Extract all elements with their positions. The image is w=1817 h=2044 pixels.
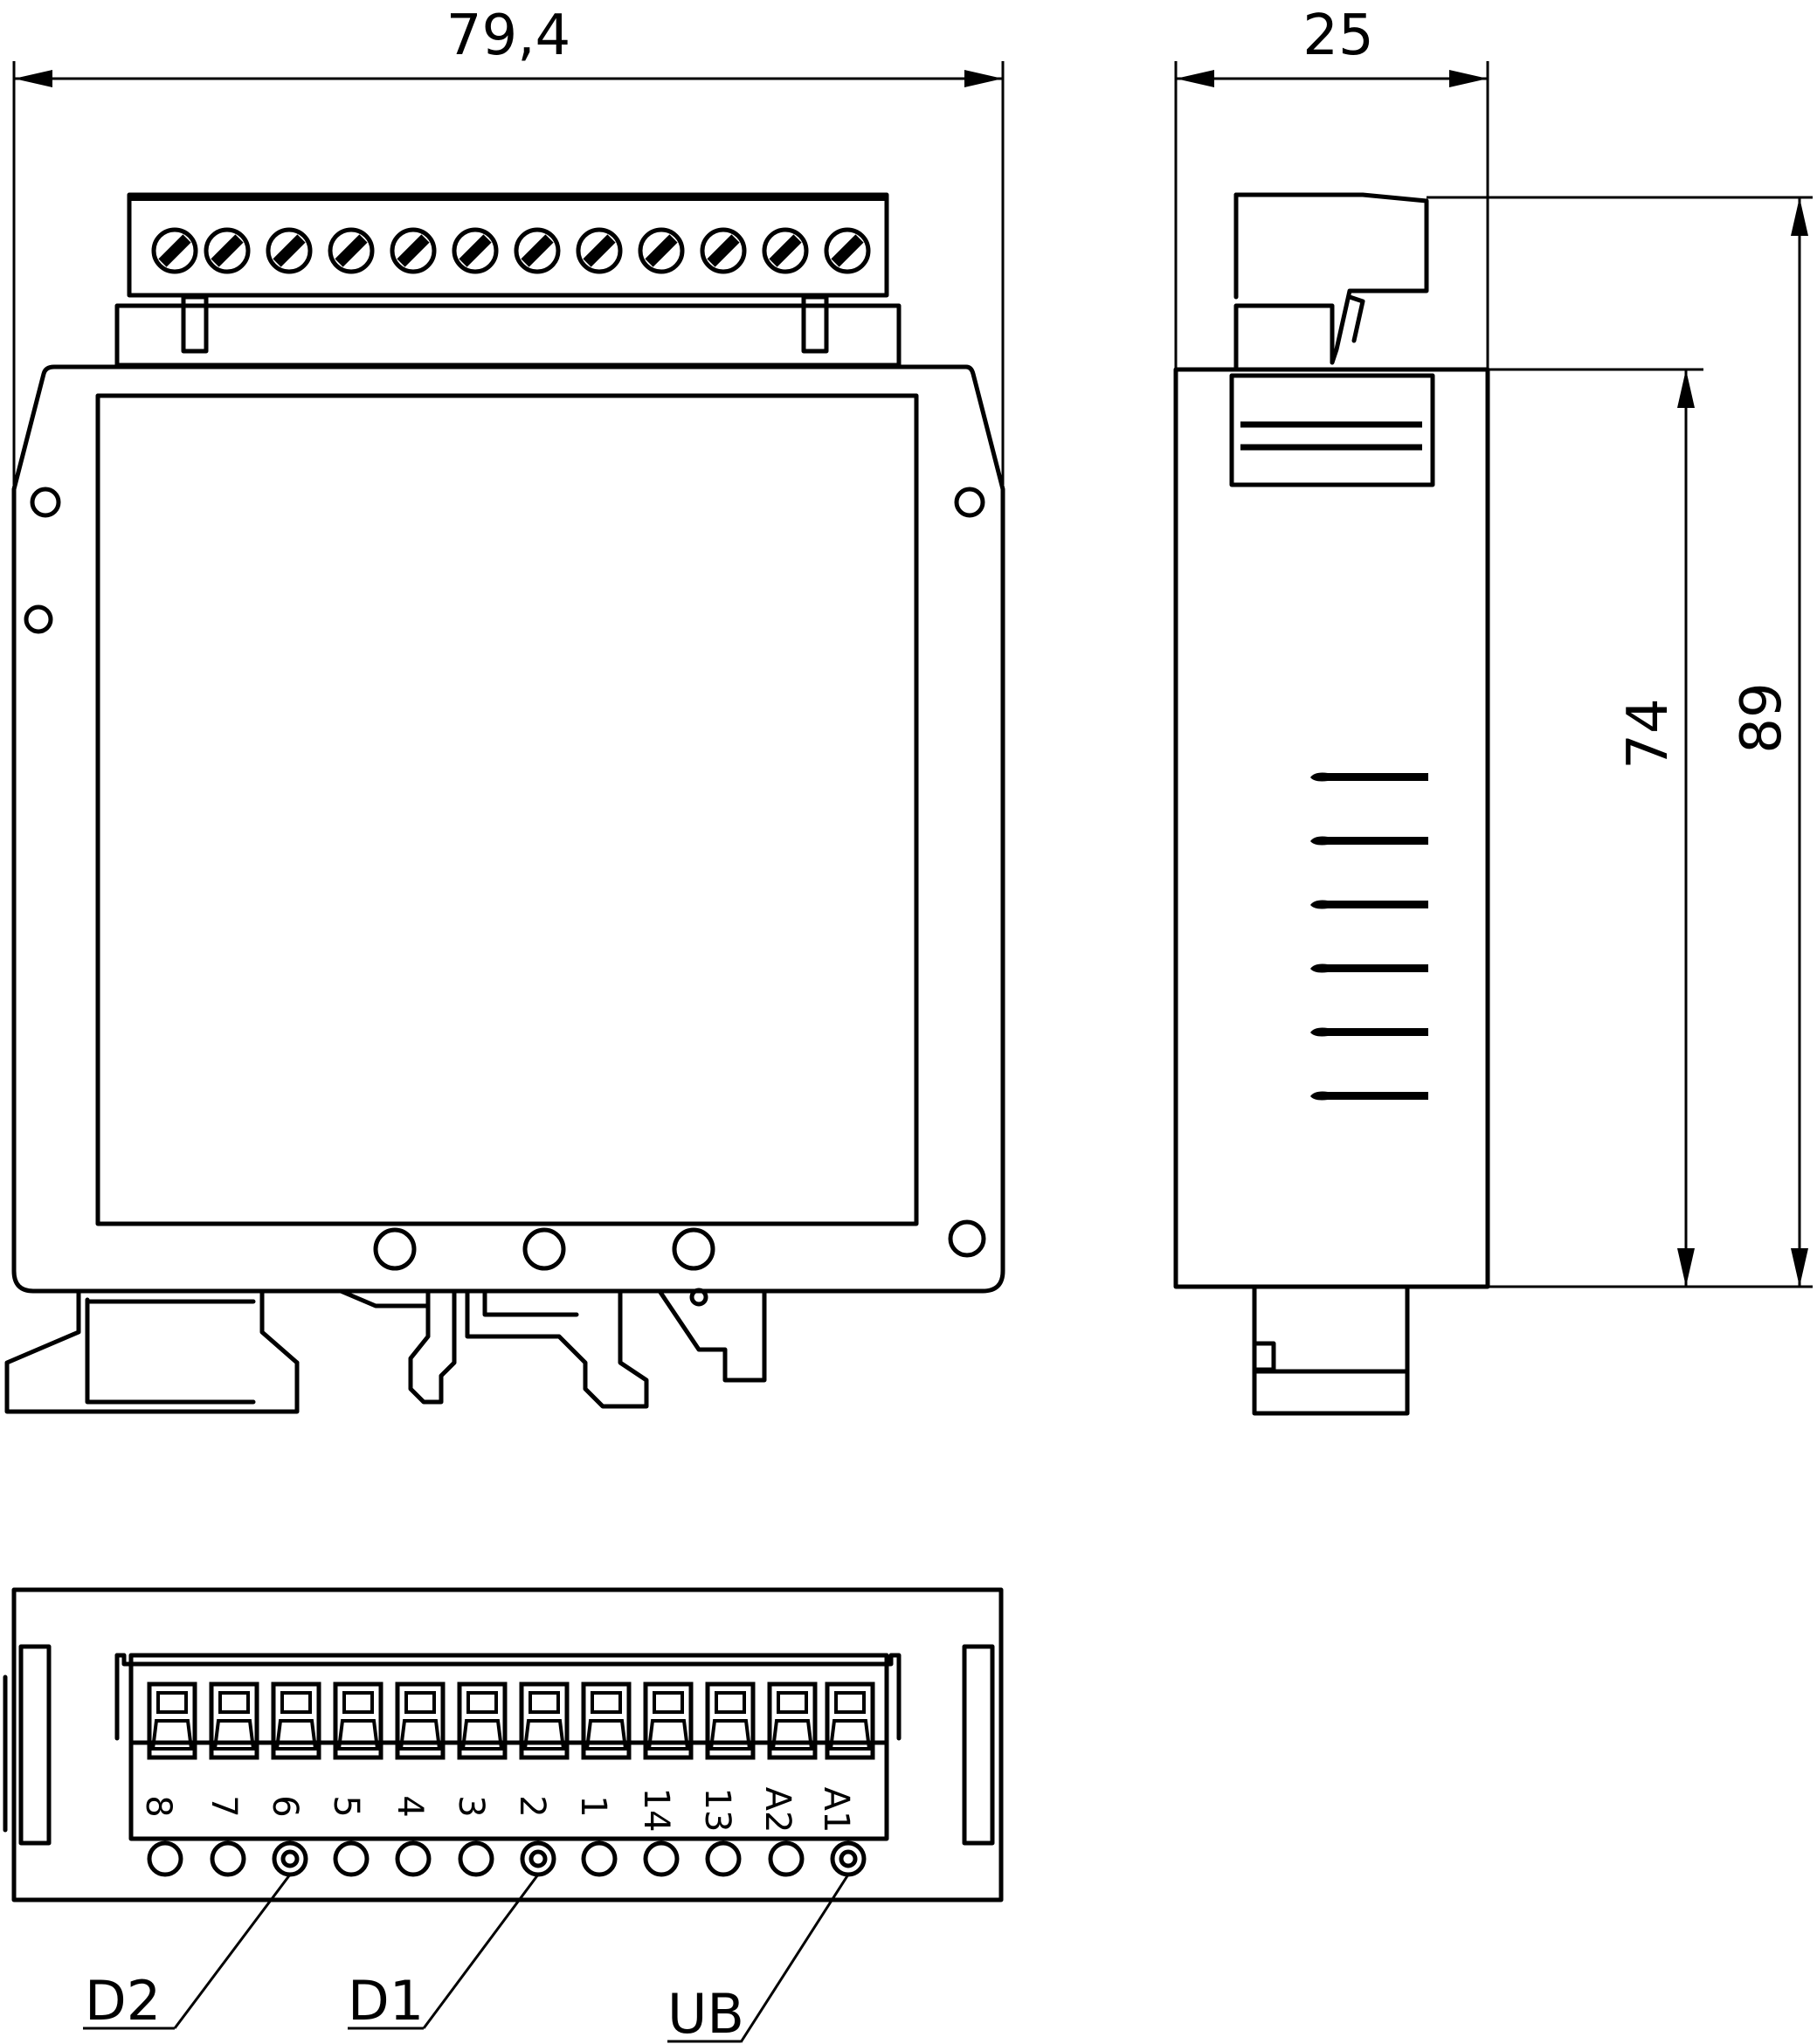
dimension-label-width-side: 25 [1302,3,1373,68]
callout-ub: UB [667,1874,850,2044]
callout-d1: D1 [348,1874,540,2033]
mount-hole [30,487,61,518]
terminal-slot [770,1684,815,1757]
terminal-label: 5 [326,1795,366,1817]
terminal-slot [211,1684,257,1757]
mount-hole [24,604,53,634]
terminal-screw [516,230,558,272]
led-indicator [672,1227,715,1271]
side-housing [1173,367,1490,1289]
mount-hole [948,1219,986,1258]
terminal-screw [578,230,620,272]
front-housing [11,364,1005,1294]
terminal-slot [335,1684,381,1757]
side-bottom-clip [1252,1284,1410,1416]
led-hole [458,1840,494,1877]
ventilation-slots [1310,772,1428,1101]
dimension-label-height-total: 89 [1730,682,1794,753]
terminal-slot [397,1684,443,1757]
terminal-screw [764,230,806,272]
top-terminal-slots [149,1684,873,1757]
dimension-width-front: 79,4 [12,3,1005,485]
terminal-label: 8 [138,1795,178,1817]
terminal-slot [149,1684,195,1757]
terminal-screw [640,230,682,272]
din-rail-clip [4,1288,767,1414]
terminal-label: A2 [757,1787,798,1833]
terminal-labels: 8 7 6 5 4 3 2 1 14 13 A2 A1 [138,1787,856,1833]
led-hole [210,1840,246,1877]
led-hole [705,1840,742,1877]
led-indicator [373,1227,417,1271]
terminal-label: 13 [697,1788,737,1833]
dimension-height-total: 89 [1427,196,1813,1287]
terminal-slot [522,1684,567,1757]
terminal-screw [154,230,196,272]
mount-hole [954,487,985,518]
terminal-screw [330,230,372,272]
dimension-height-body: 74 [1488,368,1813,1288]
led-hole [643,1840,680,1877]
terminal-screw [826,230,868,272]
terminal-label: 4 [390,1795,430,1817]
terminal-slot [708,1684,753,1757]
terminal-slot [646,1684,691,1757]
terminal-screw [392,230,434,272]
side-terminal-plug [1233,192,1429,369]
callout-label-d1: D1 [348,1969,424,2033]
terminal-slot [827,1684,873,1757]
terminal-screw [454,230,496,272]
led-hole [147,1840,183,1877]
terminal-slot [273,1684,319,1757]
callout-label-d2: D2 [85,1969,161,2033]
terminal-label: 6 [265,1795,305,1817]
dimension-label-width-front: 79,4 [446,3,571,68]
terminal-screw [268,230,310,272]
callout-d2: D2 [83,1874,292,2033]
led-hole [768,1840,805,1877]
terminal-label: 3 [451,1795,491,1817]
dimension-label-height-body: 74 [1616,698,1681,769]
led-hole [581,1840,618,1877]
callout-label-ub: UB [667,1982,744,2044]
led-ub [830,1840,867,1877]
led-row [147,1840,867,1877]
dimension-width-side: 25 [1174,3,1489,371]
terminal-label: 14 [636,1788,676,1833]
top-view: 8 7 6 5 4 3 2 1 14 13 A2 A1 [3,1587,1004,2044]
led-indicator [522,1227,566,1271]
terminal-slot [584,1684,629,1757]
led-hole [395,1840,432,1877]
front-screw-row [154,230,868,272]
terminal-label: 1 [573,1795,613,1817]
led-hole [333,1840,370,1877]
terminal-label: 2 [512,1795,552,1817]
led-d1 [520,1840,556,1877]
terminal-slot [459,1684,505,1757]
front-view: 79,4 [4,3,1005,1414]
terminal-label: A1 [816,1787,856,1833]
terminal-screw [206,230,248,272]
terminal-label: 7 [204,1795,244,1817]
front-terminal-block [114,192,902,368]
side-view: 25 [1173,3,1813,1416]
led-d2 [272,1840,308,1877]
terminal-screw [702,230,744,272]
